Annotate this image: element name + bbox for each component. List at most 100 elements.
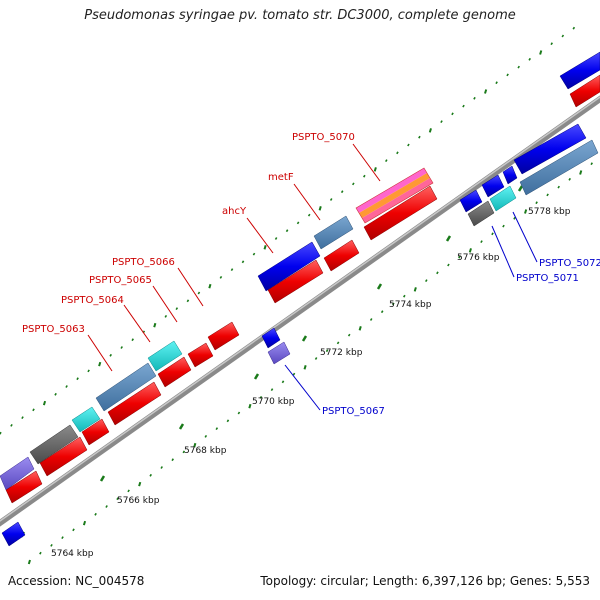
gene-label-5064[interactable]: PSPTO_5064: [61, 295, 124, 306]
scale-dot: [396, 151, 399, 155]
scale-dot: [175, 307, 179, 311]
gene-blue-5071b[interactable]: [481, 174, 505, 198]
scale-dot: [281, 380, 285, 384]
tick-dots: [0, 26, 593, 565]
scale-dot: [252, 252, 256, 256]
scale-dot: [171, 458, 174, 462]
scale-dot: [329, 198, 333, 201]
scale-dot: [407, 143, 410, 147]
scale-dot: [403, 294, 406, 298]
scale-dot: [539, 50, 543, 55]
gene-label-5072[interactable]: PSPTO_5072: [539, 258, 600, 269]
scale-dot: [428, 128, 432, 133]
scale-dot: [32, 408, 35, 412]
scale-dot: [307, 213, 311, 217]
scale-dot: [0, 431, 2, 435]
gene-red-c[interactable]: [81, 418, 110, 446]
scale-dot: [506, 73, 509, 77]
gene-blue-5067a[interactable]: [261, 327, 281, 349]
label-group-ahcY: ahcY: [222, 206, 274, 254]
gene-cyan-5072[interactable]: [489, 185, 517, 212]
scale-dot: [87, 369, 90, 373]
summary-text: Topology: circular; Length: 6,397,126 bp…: [260, 574, 590, 588]
gene-gray-5063[interactable]: [29, 424, 79, 465]
scale-dot: [314, 357, 318, 360]
gene-label-5067[interactable]: PSPTO_5067: [322, 406, 385, 417]
label-group-5070: PSPTO_5070: [292, 132, 381, 182]
gene-label-5071[interactable]: PSPTO_5071: [516, 273, 579, 284]
scale-dot: [109, 353, 112, 357]
scale-dot: [318, 206, 322, 211]
gene-red-d[interactable]: [107, 381, 162, 426]
scale-dot: [82, 520, 87, 526]
scale-dot: [39, 551, 42, 555]
gene-red-j[interactable]: [363, 185, 438, 241]
scale-dot: [285, 229, 289, 233]
gene-blue-left-rev[interactable]: [1, 521, 26, 547]
gene-label-5070[interactable]: PSPTO_5070: [292, 132, 355, 143]
scale-dot: [502, 224, 505, 228]
gene-blue-5071c[interactable]: [502, 165, 518, 185]
gene-red-top-right[interactable]: [569, 74, 600, 108]
gene-blue-ahcY[interactable]: [257, 241, 321, 292]
scale-dot: [72, 528, 75, 532]
scale-dot: [303, 365, 307, 370]
scale-dot: [248, 403, 252, 409]
gene-red-e[interactable]: [157, 356, 192, 388]
gene-label-5066[interactable]: PSPTO_5066: [112, 257, 175, 268]
gene-red-f[interactable]: [187, 342, 214, 368]
scale-dot: [440, 120, 443, 124]
scale-dot: [138, 481, 142, 487]
gene-label-ahcY[interactable]: ahcY: [222, 206, 247, 217]
gene-cyan-5065[interactable]: [147, 340, 183, 372]
scale-dot: [484, 89, 488, 94]
gene-purple-left[interactable]: [0, 456, 35, 491]
gene-red-i[interactable]: [323, 239, 360, 272]
gene-blue-top-right[interactable]: [559, 51, 600, 90]
label-group-5066: PSPTO_5066: [112, 257, 204, 307]
scale-dot: [579, 170, 583, 175]
gene-steel-metF[interactable]: [313, 215, 354, 250]
scale-dot: [413, 287, 417, 292]
tick-5776: 5776 kbp: [445, 235, 500, 263]
gene-cyan-5063[interactable]: [71, 406, 101, 433]
scale-dot: [557, 185, 560, 189]
scale-dot: [27, 559, 31, 565]
gene-label-5063[interactable]: PSPTO_5063: [22, 324, 85, 335]
scale-dot: [373, 167, 377, 172]
scale-dot: [352, 182, 355, 186]
scale-dot: [226, 419, 230, 423]
gene-red-b[interactable]: [39, 436, 88, 477]
scale-dot: [385, 159, 388, 163]
gene-blue-5071a[interactable]: [459, 189, 483, 213]
scale-dot: [340, 190, 344, 194]
gene-steel-5064[interactable]: [95, 362, 157, 412]
scale-dot: [458, 255, 461, 259]
gene-blue-5072-big[interactable]: [513, 123, 587, 175]
scale-dot: [325, 349, 329, 353]
gene-steel-5072[interactable]: [519, 139, 599, 196]
scale-dot: [336, 341, 340, 345]
scale-dot: [105, 505, 108, 508]
gene-purple-5067[interactable]: [267, 341, 291, 365]
gene-red-g[interactable]: [207, 321, 240, 351]
gene-gray-5071[interactable]: [467, 200, 495, 227]
scale-dot: [369, 318, 373, 321]
scale-dot: [237, 411, 241, 415]
scale-dot: [94, 512, 97, 516]
genome-backbone: [0, 95, 600, 527]
gene-red-h[interactable]: [267, 259, 324, 304]
scale-dot: [363, 174, 366, 178]
scale-dot: [61, 536, 64, 540]
gene-5070-stack[interactable]: [355, 167, 434, 224]
scale-dot: [215, 427, 219, 431]
tick-5774: 5774 kbp: [376, 283, 432, 310]
gene-label-metF[interactable]: metF: [268, 172, 294, 183]
scale-dot: [204, 434, 208, 438]
scale-dot: [436, 271, 439, 275]
scale-dot: [120, 346, 123, 349]
tick-5764: 5764 kbp: [19, 531, 94, 559]
label-group-5064: PSPTO_5064: [61, 295, 151, 343]
gene-red-a[interactable]: [5, 470, 43, 504]
gene-label-5065[interactable]: PSPTO_5065: [89, 275, 152, 286]
